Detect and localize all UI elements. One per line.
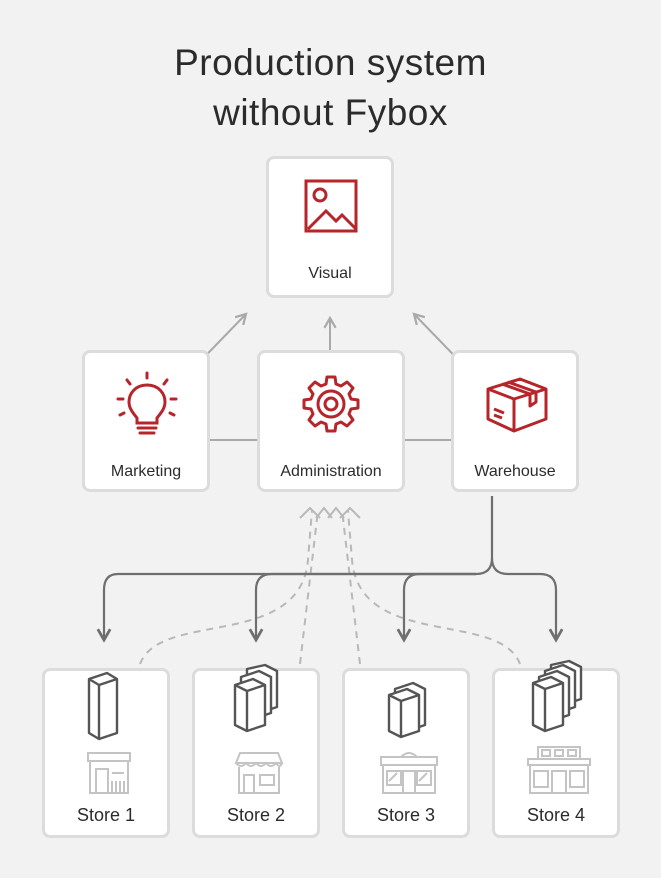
stock-icon	[233, 663, 279, 733]
diagram-title: Production system without Fybox	[0, 38, 661, 138]
title-line-2: without Fybox	[213, 92, 448, 133]
warehouse-to-store4	[490, 557, 564, 643]
title-line-1: Production system	[174, 42, 487, 83]
dashed-arrowhead-2	[315, 506, 333, 519]
administration-label: Administration	[280, 463, 382, 480]
store-4-label: Store 4	[526, 805, 586, 825]
dashed-arrowhead-4	[339, 506, 361, 519]
dashed-store1-admin	[139, 509, 313, 665]
stock-icon	[87, 671, 119, 741]
storefront-icon	[87, 752, 131, 794]
marketing-label: Marketing	[110, 463, 182, 480]
store-2-label: Store 2	[226, 805, 286, 825]
store-3-card: Store 3	[342, 668, 470, 838]
gear-icon	[302, 375, 360, 433]
lightbulb-icon	[116, 371, 178, 435]
warehouse-trunk	[96, 496, 494, 643]
store-4-card: Store 4	[492, 659, 620, 838]
dashed-store4-admin	[347, 509, 521, 665]
administration-card: Administration	[257, 350, 405, 492]
store-1-card: Store 1	[42, 668, 170, 838]
box-icon	[486, 377, 548, 433]
store-1-label: Store 1	[76, 805, 136, 825]
visual-card: Visual	[266, 156, 394, 298]
dashed-arrowhead-3	[327, 506, 345, 519]
storefront-icon	[380, 752, 438, 794]
storefront-icon	[234, 752, 284, 794]
marketing-card: Marketing	[82, 350, 210, 492]
dashed-arrowheads	[299, 506, 321, 519]
stock-icon	[531, 659, 583, 733]
dashed-store3-admin	[341, 509, 361, 665]
dashed-store2-admin	[299, 509, 319, 665]
warehouse-label: Warehouse	[474, 463, 556, 480]
stock-icon	[387, 681, 427, 739]
image-icon	[304, 179, 358, 233]
warehouse-to-store2	[248, 572, 476, 643]
storefront-icon	[527, 746, 591, 794]
store-2-card: Store 2	[192, 663, 320, 838]
visual-label: Visual	[308, 265, 352, 282]
store-3-label: Store 3	[376, 805, 436, 825]
warehouse-card: Warehouse	[451, 350, 579, 492]
warehouse-to-store3	[396, 572, 476, 643]
